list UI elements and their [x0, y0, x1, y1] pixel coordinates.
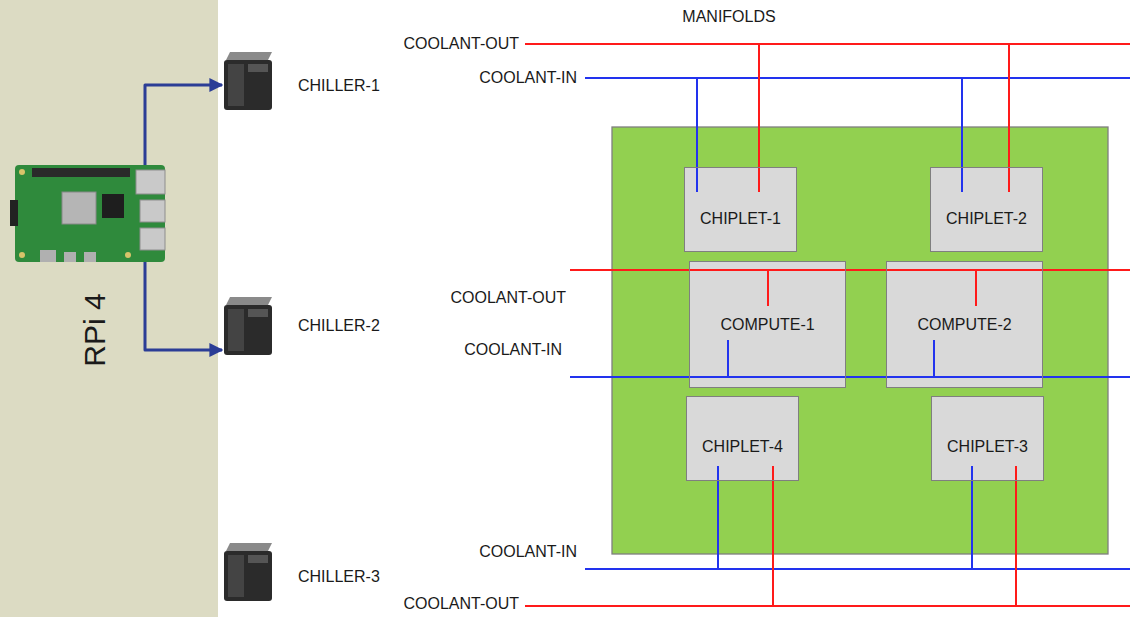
- chiller-unit: CHILLER-3: [222, 543, 274, 601]
- raspberry-pi-board: [10, 165, 165, 262]
- chip-fill: [930, 167, 1043, 252]
- coolant-out-drop: [767, 270, 769, 306]
- control-arrow: [145, 262, 222, 350]
- coolant-in-drop: [717, 466, 719, 569]
- chiller-unit: CHILLER-2: [222, 297, 274, 355]
- chip-fill: [689, 261, 846, 388]
- manifold-title: MANIFOLDS: [682, 8, 775, 26]
- coolant-in-line: [585, 568, 1130, 570]
- port-label: COOLANT-OUT: [403, 595, 519, 613]
- chip-fill: [686, 396, 799, 481]
- board-label: RPi 4: [78, 293, 113, 366]
- chiplet-box: CHIPLET-3: [931, 396, 1044, 481]
- chiplet-box: CHIPLET-4: [686, 396, 799, 481]
- port-label: COOLANT-OUT: [403, 35, 519, 53]
- chiplet-box: CHIPLET-2: [930, 167, 1043, 252]
- chip-label: CHIPLET-2: [946, 210, 1027, 228]
- coolant-out-drop: [758, 44, 760, 192]
- port-label: COOLANT-OUT: [450, 289, 566, 307]
- port-label: COOLANT-IN: [464, 341, 562, 359]
- chiller-icon: [224, 52, 272, 110]
- coolant-in-drop: [727, 340, 729, 377]
- coolant-out-line: [570, 269, 1130, 271]
- chiller-icon: [224, 543, 272, 601]
- chiller-label: CHILLER-1: [298, 76, 380, 94]
- coolant-in-drop: [971, 466, 973, 569]
- white-panel: [218, 0, 1130, 617]
- chiller-label: CHILLER-3: [298, 567, 380, 585]
- compute-die: COMPUTE-1: [689, 261, 846, 388]
- coolant-in-line: [570, 376, 1130, 378]
- chiller-unit: CHILLER-1: [222, 52, 274, 110]
- chip-fill: [684, 167, 797, 252]
- coolant-in-drop: [696, 78, 698, 192]
- coolant-manifolds: [525, 44, 1130, 606]
- port-label: COOLANT-IN: [479, 543, 577, 561]
- coolant-out-drop: [1015, 466, 1017, 606]
- chiplet-box: CHIPLET-1: [684, 167, 797, 252]
- coolant-in-drop: [961, 78, 963, 192]
- coolant-out-drop: [772, 466, 774, 606]
- chip-label: COMPUTE-1: [720, 315, 814, 333]
- coolant-out-line: [525, 605, 1130, 607]
- coolant-out-drop: [975, 270, 977, 306]
- substrate: [612, 127, 1108, 554]
- coolant-in-line: [585, 77, 1130, 79]
- compute-die: COMPUTE-2: [886, 261, 1043, 388]
- chip-label: CHIPLET-4: [702, 438, 783, 456]
- chip-fills: [684, 167, 1044, 481]
- chip-label: CHIPLET-3: [947, 438, 1028, 456]
- chip-label: CHIPLET-1: [700, 210, 781, 228]
- coolant-in-drop: [933, 340, 935, 377]
- chiller-label: CHILLER-2: [298, 317, 380, 335]
- coolant-out-line: [525, 43, 1130, 45]
- chip-fill: [886, 261, 1043, 388]
- chiller-icon: [224, 297, 272, 355]
- control-arrow: [145, 85, 222, 165]
- coolant-out-drop: [1008, 44, 1010, 192]
- port-label: COOLANT-IN: [479, 69, 577, 87]
- chip-label: COMPUTE-2: [917, 315, 1011, 333]
- chip-fill: [931, 396, 1044, 481]
- controller-board: RPi 4: [15, 165, 165, 262]
